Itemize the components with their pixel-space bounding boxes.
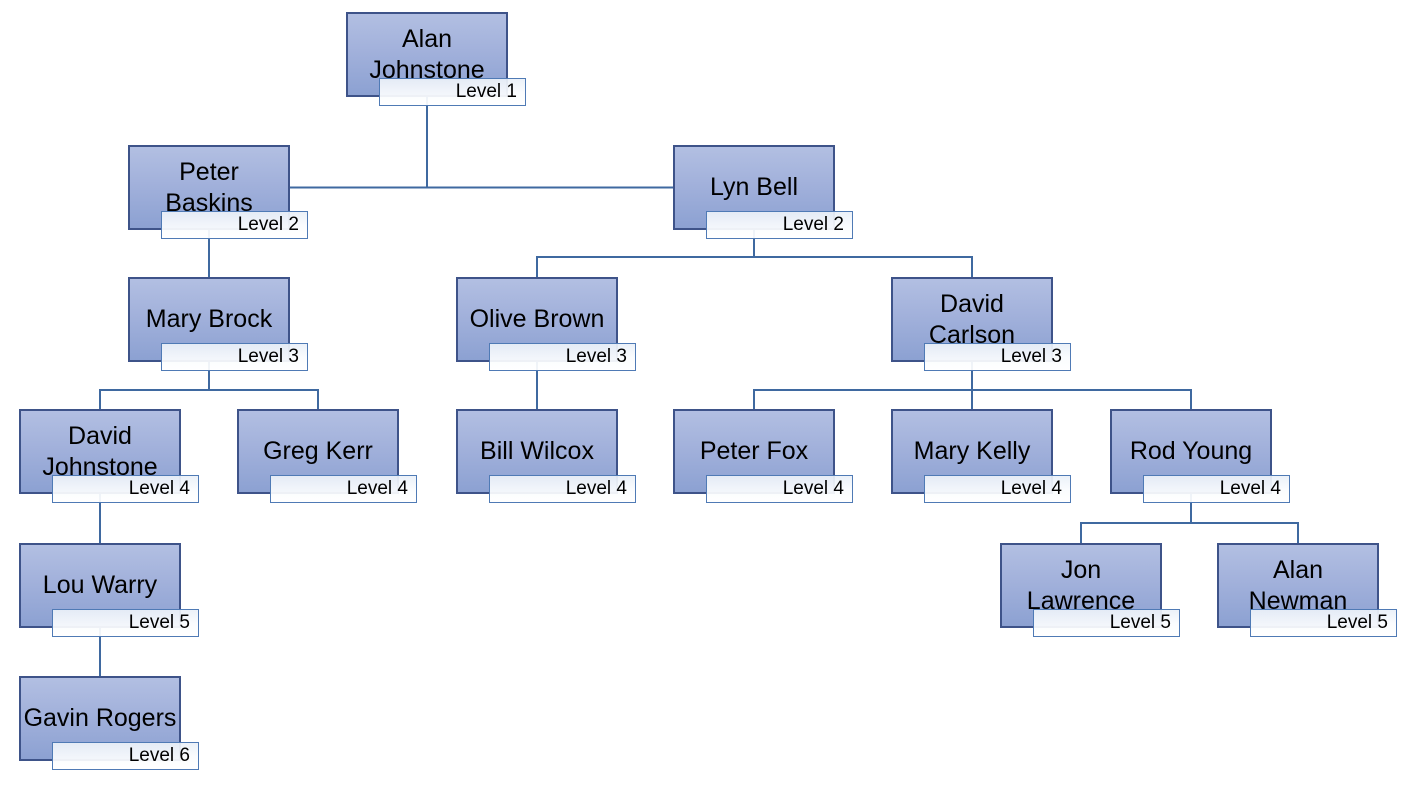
org-node-level-badge: Level 4 bbox=[706, 475, 853, 503]
org-node-name: Mary Brock bbox=[146, 304, 272, 335]
org-node-level-badge: Level 3 bbox=[161, 343, 308, 371]
org-node-level-badge: Level 1 bbox=[379, 78, 526, 106]
org-node-name-line: Alan bbox=[1272, 555, 1324, 584]
org-node-name-line: Lyn Bell bbox=[709, 173, 798, 201]
org-node-level-badge: Level 4 bbox=[489, 475, 636, 503]
org-node-level-badge: Level 5 bbox=[52, 609, 199, 637]
org-node-name: Mary Kelly bbox=[914, 436, 1031, 467]
org-node-name-line: Greg Kerr bbox=[263, 437, 373, 465]
org-node-name-line: Lou Warry bbox=[42, 571, 158, 599]
org-node-name-line: Bill Wilcox bbox=[480, 437, 594, 465]
org-node-level-badge: Level 3 bbox=[489, 343, 636, 371]
org-node-name-line: Rod Young bbox=[1129, 437, 1253, 465]
org-node-name: Bill Wilcox bbox=[480, 436, 594, 467]
org-node-name: Gavin Rogers bbox=[24, 703, 177, 734]
org-node-name: Lyn Bell bbox=[710, 172, 798, 203]
org-node-name-line: Mary Kelly bbox=[913, 437, 1031, 465]
org-node-name: Lou Warry bbox=[43, 570, 157, 601]
org-node-name-line: Mary Brock bbox=[145, 305, 273, 333]
org-node-name-line: Alan bbox=[401, 24, 453, 53]
org-node-level-badge: Level 5 bbox=[1033, 609, 1180, 637]
org-node-name-line: Gavin Rogers bbox=[23, 704, 177, 732]
org-node-level-badge: Level 4 bbox=[924, 475, 1071, 503]
org-node-name-line: David bbox=[68, 421, 132, 450]
org-node-name-line: Peter Fox bbox=[699, 437, 809, 465]
org-node-name-line: Olive Brown bbox=[469, 305, 605, 333]
org-node-level-badge: Level 4 bbox=[52, 475, 199, 503]
org-node-name-line: Jon bbox=[1060, 555, 1102, 584]
org-node-name: Rod Young bbox=[1130, 436, 1252, 467]
org-node-level-badge: Level 3 bbox=[924, 343, 1071, 371]
org-node-name: Olive Brown bbox=[470, 304, 605, 335]
org-node-level-badge: Level 5 bbox=[1250, 609, 1397, 637]
org-node-level-badge: Level 2 bbox=[161, 211, 308, 239]
org-node-level-badge: Level 4 bbox=[1143, 475, 1290, 503]
org-node-level-badge: Level 6 bbox=[52, 742, 199, 770]
org-node-name-line: David bbox=[940, 289, 1004, 318]
org-node-level-badge: Level 2 bbox=[706, 211, 853, 239]
org-node-level-badge: Level 4 bbox=[270, 475, 417, 503]
org-node-name-line: Peter bbox=[179, 157, 239, 186]
org-node-name: Peter Fox bbox=[700, 436, 808, 467]
org-node-name: Greg Kerr bbox=[263, 436, 373, 467]
